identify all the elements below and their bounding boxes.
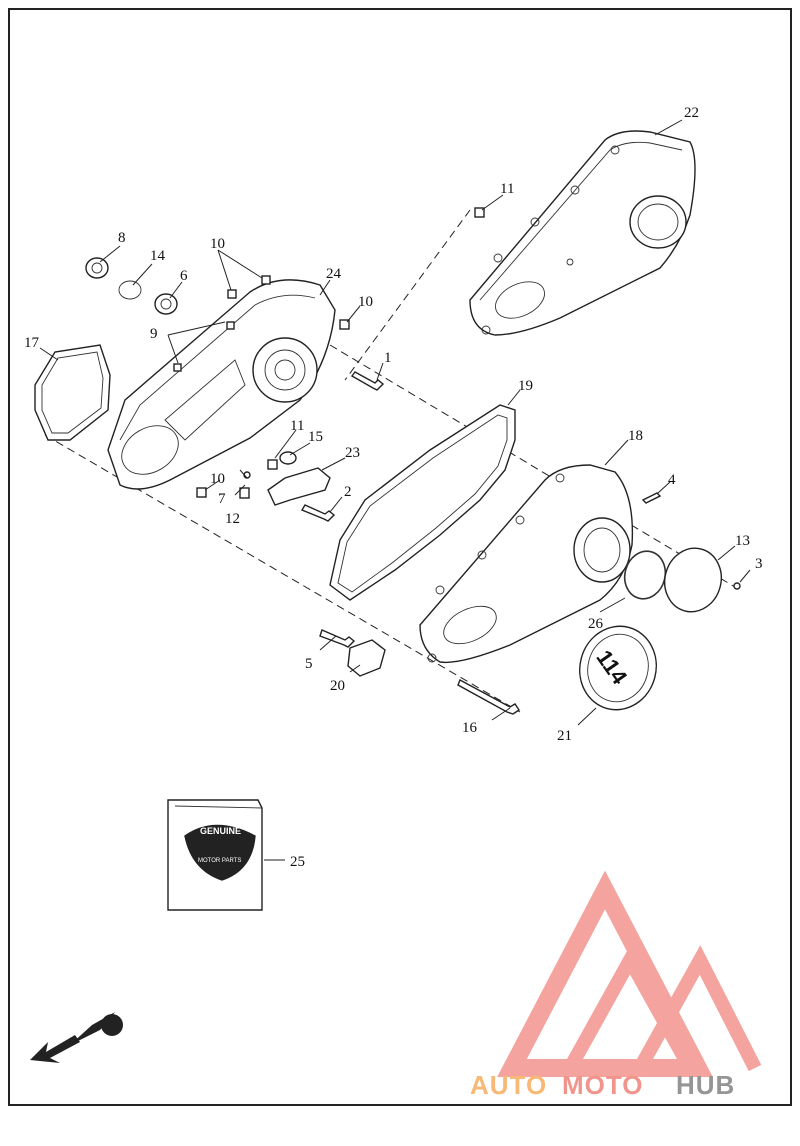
small-fasteners (173, 207, 485, 499)
watermark-hub-text: HUB (676, 1070, 735, 1100)
package-label-genuine: GENUINE (200, 826, 241, 836)
outer-cover-gasket-part (329, 404, 516, 601)
callout-13: 13 (735, 533, 750, 549)
callout-22: 22 (684, 105, 699, 121)
bolt-part-2 (300, 504, 336, 522)
callout-21: 21 (557, 728, 572, 744)
callout-6: 6 (180, 268, 188, 284)
callout-8: 8 (118, 230, 126, 246)
callout-12: 12 (225, 511, 240, 527)
callout-25: 25 (290, 854, 305, 870)
callout-23: 23 (345, 445, 360, 461)
screw-part-4 (641, 492, 662, 504)
callout-18: 18 (628, 428, 643, 444)
leader-lines (39, 119, 751, 861)
callout-4: 4 (668, 472, 676, 488)
callout-11-b: 11 (500, 181, 514, 197)
watermark-auto-text: AUTO (470, 1070, 547, 1100)
inner-housing-gasket-inner (41, 351, 104, 434)
callout-10-a: 10 (210, 236, 225, 252)
callout-3: 3 (755, 556, 763, 572)
derby-cover-gasket-part (664, 547, 722, 613)
inner-primary-housing-part (107, 279, 336, 490)
callout-20: 20 (330, 678, 345, 694)
callout-5: 5 (305, 656, 313, 672)
callout-17: 17 (24, 335, 40, 351)
watermark-moto-text: MOTO (562, 1070, 644, 1100)
bolt-part-5 (319, 629, 356, 648)
chain-tensioner-part (267, 467, 331, 506)
callout-10-b: 10 (358, 294, 373, 310)
callout-19: 19 (518, 378, 533, 394)
derby-cover-part: 114 (579, 625, 657, 711)
callout-labels: 8 14 6 9 10 24 10 1 17 11 15 10 7 12 23 … (24, 105, 763, 870)
callout-9: 9 (150, 326, 158, 342)
assembly-axis-line-3 (344, 209, 471, 381)
genuine-parts-package: GENUINE MOTOR PARTS (167, 799, 263, 911)
callout-14: 14 (150, 248, 166, 264)
spacer-part (347, 639, 386, 677)
assembly-axis-line-2 (329, 344, 741, 591)
bearing-part (154, 293, 178, 315)
inner-housing-gasket-part (34, 344, 111, 441)
primary-cover-part (419, 464, 634, 664)
callout-26: 26 (588, 616, 604, 632)
callout-11-a: 11 (290, 418, 304, 434)
primary-cover-outer-part (469, 130, 696, 336)
seal-bore (91, 262, 103, 274)
front-direction-arrow-icon (30, 1012, 123, 1063)
callout-1: 1 (384, 350, 392, 366)
seal-part (85, 257, 109, 279)
retaining-ring-part (118, 280, 142, 300)
callout-10-c: 10 (210, 471, 225, 487)
package-label-motor-parts: MOTOR PARTS (198, 858, 241, 864)
callout-7: 7 (218, 491, 226, 507)
bearing-bore (160, 298, 172, 310)
automotohub-watermark-logo: AUTO MOTO HUB (470, 870, 762, 1100)
long-bolt-part (457, 679, 520, 715)
outer-cover-gasket-inner (337, 414, 508, 593)
callout-15: 15 (308, 429, 323, 445)
screw-part-3 (733, 582, 741, 590)
callout-16: 16 (462, 720, 478, 736)
callout-24: 24 (326, 266, 342, 282)
bolt-part-1 (350, 371, 385, 391)
page-border (8, 8, 792, 1106)
callout-2: 2 (344, 484, 352, 500)
